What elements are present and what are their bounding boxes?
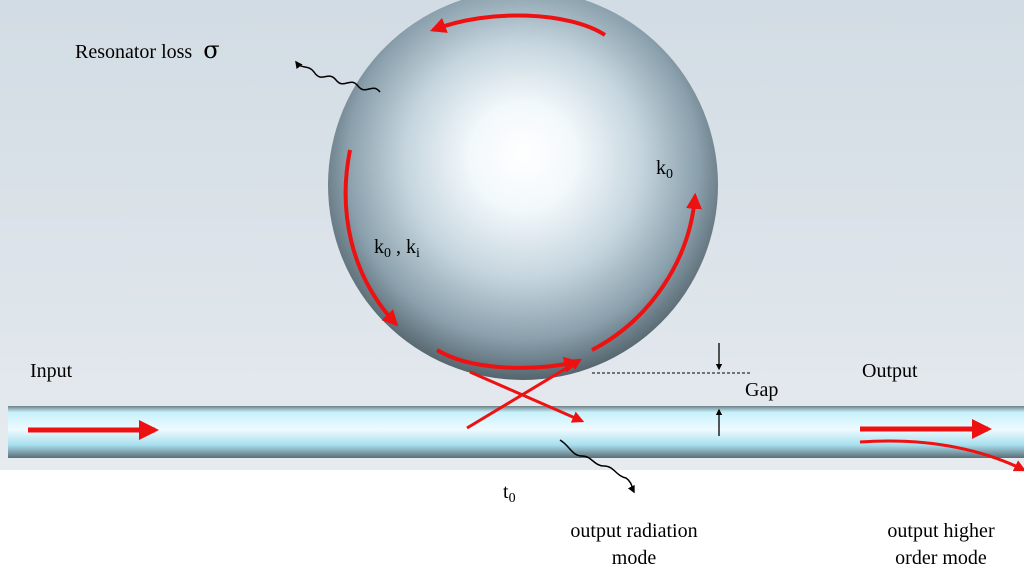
label-output-higher-order-mode: output higher order mode	[858, 518, 1024, 572]
wavy-arrow-resonator-loss	[295, 60, 381, 93]
arrow-right-circulation	[591, 192, 702, 352]
sigma-symbol: σ	[203, 36, 220, 64]
label-output-radiation-mode: output radiation mode	[530, 518, 738, 572]
ki-k: k	[406, 236, 416, 258]
label-gap: Gap	[745, 379, 779, 401]
arrow-left-circulation	[343, 149, 399, 327]
k0-top-sub: 0	[666, 167, 673, 182]
arrow-higher-order	[859, 439, 1024, 472]
higher-line1: output higher	[887, 520, 995, 542]
radiation-line1: output radiation	[570, 520, 698, 542]
t0-t: t	[503, 481, 509, 503]
label-t0: t0	[503, 482, 516, 506]
arrow-coupling-in	[466, 358, 583, 430]
ki-sub: i	[416, 246, 420, 261]
waveguide	[8, 406, 1024, 458]
sphere-resonator	[328, 0, 718, 380]
arrow-top-circulation	[430, 13, 607, 37]
higher-line2: order mode	[895, 547, 987, 569]
t0-sub: 0	[508, 491, 516, 506]
arrow-bottom-circulation	[435, 348, 581, 373]
k0-left-sub: 0	[384, 246, 391, 261]
label-resonator-loss: Resonator loss σ	[75, 38, 220, 62]
label-k0-top: k0	[656, 158, 673, 182]
k-separator: ,	[391, 236, 406, 258]
label-output: Output	[862, 360, 918, 382]
label-k0-ki: k0 , ki	[374, 237, 420, 261]
wavy-arrow-radiation	[559, 439, 635, 494]
resonator-loss-text: Resonator loss	[75, 41, 193, 63]
arrow-radiation-out	[469, 370, 585, 423]
label-input: Input	[30, 360, 73, 382]
k0-left-k: k	[374, 236, 384, 258]
radiation-line2: mode	[611, 547, 657, 569]
k0-top-k: k	[656, 157, 666, 179]
